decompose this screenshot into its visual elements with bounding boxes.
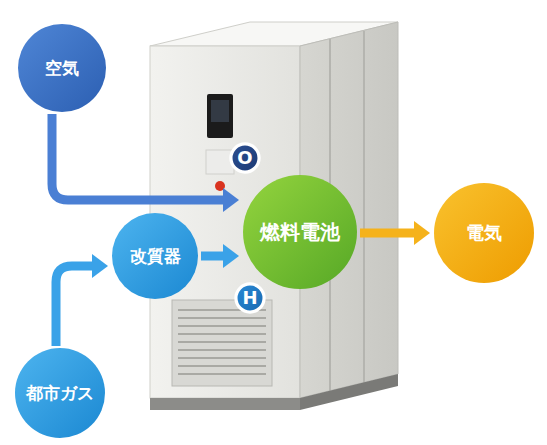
- city-gas-circle: 都市ガス: [15, 348, 105, 438]
- node-label: H: [242, 288, 257, 308]
- fuel-cell-circle: 燃料電池: [243, 175, 357, 289]
- node-label: 空気: [45, 59, 79, 78]
- node-label: 電気: [466, 223, 502, 243]
- node-label: 燃料電池: [260, 221, 340, 243]
- flow-arrow: [52, 114, 239, 212]
- node-label: O: [237, 148, 252, 168]
- reformer-circle: 改質器: [112, 213, 198, 299]
- oxygen-badge: O: [229, 142, 261, 174]
- flow-arrow: [201, 244, 239, 268]
- flow-arrow: [56, 254, 108, 346]
- hydrogen-badge: H: [234, 282, 266, 314]
- electricity-circle: 電気: [434, 183, 534, 283]
- node-label: 改質器: [130, 247, 181, 266]
- air-circle: 空気: [18, 24, 106, 112]
- flow-arrow: [360, 221, 430, 245]
- node-label: 都市ガス: [26, 384, 94, 403]
